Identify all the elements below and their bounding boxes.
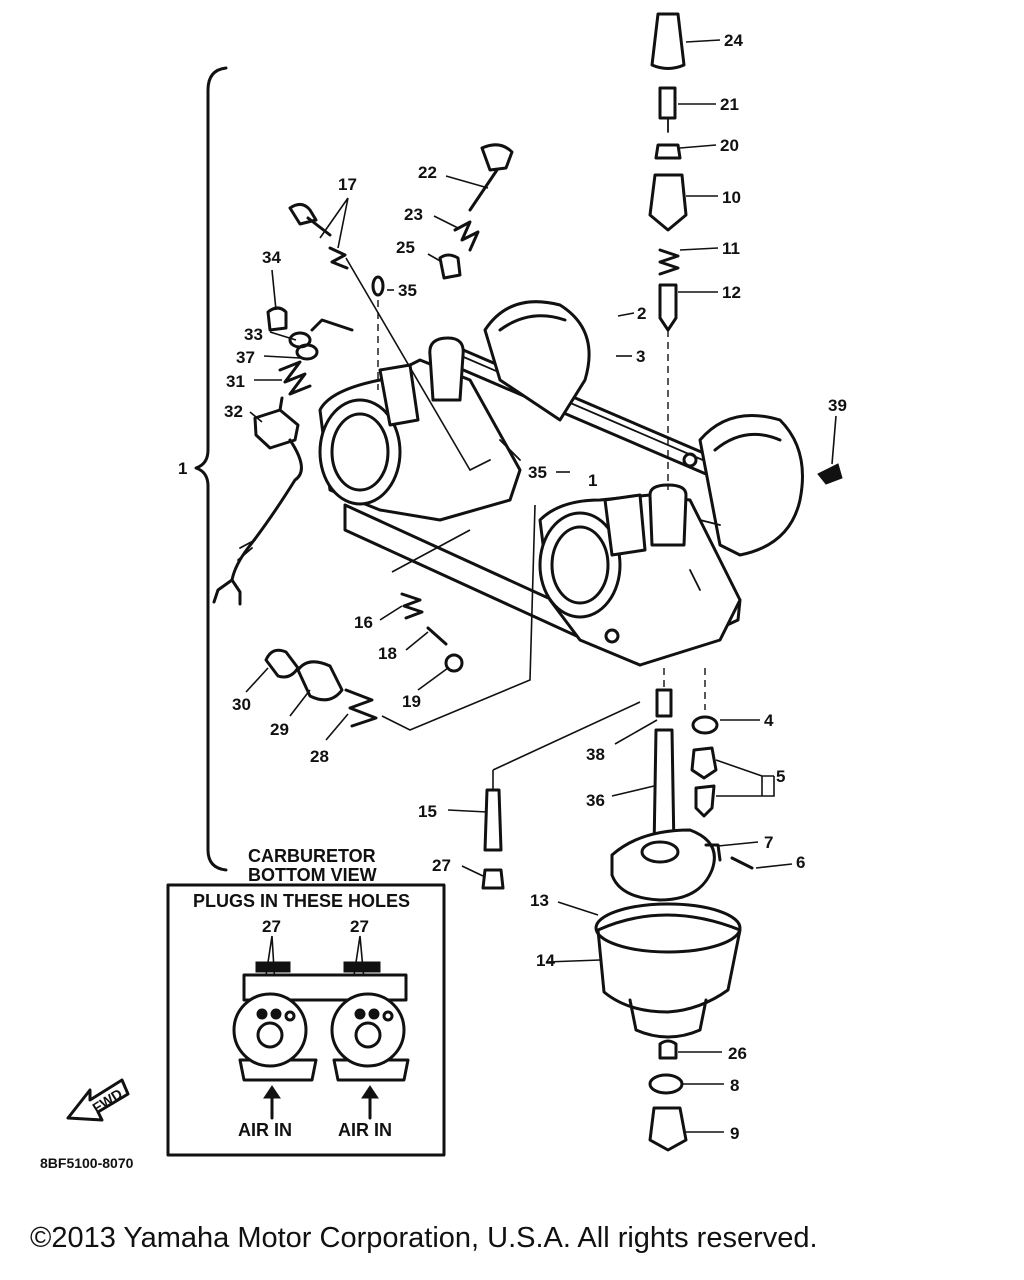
callout-38: 38 [586, 745, 605, 764]
fwd-arrow-icon: FWD [66, 1078, 130, 1122]
callout-12: 12 [722, 283, 741, 302]
inset-air-in-left: AIR IN [238, 1120, 292, 1140]
callout-26: 26 [728, 1044, 747, 1063]
inset-title-line2: BOTTOM VIEW [248, 865, 377, 885]
callout-labels: 24 21 20 10 11 12 2 3 39 35 1 1 22 23 25… [178, 31, 847, 1143]
callout-18: 18 [378, 644, 397, 663]
callout-39: 39 [828, 396, 847, 415]
callout-4: 4 [764, 711, 774, 730]
callout-13: 13 [530, 891, 549, 910]
diagram-code: 8BF5100-8070 [40, 1155, 134, 1171]
callout-21: 21 [720, 95, 739, 114]
inset-plugs-label: PLUGS IN THESE HOLES [193, 891, 410, 911]
callout-35-left: 35 [398, 281, 417, 300]
callout-10: 10 [722, 188, 741, 207]
inset-plug-ref-right: 27 [350, 917, 369, 936]
callout-14: 14 [536, 951, 555, 970]
callout-30: 30 [232, 695, 251, 714]
callout-5: 5 [776, 767, 785, 786]
callout-17: 17 [338, 175, 357, 194]
lower-right-parts [481, 463, 843, 1152]
callout-36: 36 [586, 791, 605, 810]
callout-leaders [245, 39, 837, 1133]
callout-16: 16 [354, 613, 373, 632]
inset-air-in-right: AIR IN [338, 1120, 392, 1140]
carburetor-body [318, 300, 804, 667]
callout-28: 28 [310, 747, 329, 766]
callout-15: 15 [418, 802, 437, 821]
callout-3: 3 [636, 347, 645, 366]
callout-1-detail: 1 [588, 471, 597, 490]
inset-plug-ref-left: 27 [262, 917, 281, 936]
needle-jet-stack [648, 12, 688, 490]
callout-19: 19 [402, 692, 421, 711]
callout-6: 6 [796, 853, 805, 872]
callout-34: 34 [262, 248, 281, 267]
lower-left-parts [264, 504, 536, 731]
assembly-bracket [194, 66, 228, 872]
callout-32: 32 [224, 402, 243, 421]
callout-33: 33 [244, 325, 263, 344]
callout-20: 20 [720, 136, 739, 155]
callout-7: 7 [764, 833, 773, 852]
bottom-view-inset: CARBURETOR BOTTOM VIEW PLUGS IN THESE HO… [166, 846, 446, 1157]
callout-25: 25 [396, 238, 415, 257]
callout-35-right: 35 [528, 463, 547, 482]
callout-31: 31 [226, 372, 245, 391]
callout-37: 37 [236, 348, 255, 367]
callout-1: 1 [178, 459, 187, 478]
callout-9: 9 [730, 1124, 739, 1143]
callout-24: 24 [724, 31, 743, 50]
upper-left-parts [212, 143, 514, 606]
copyright-notice: ©2013 Yamaha Motor Corporation, U.S.A. A… [30, 1222, 818, 1254]
callout-29: 29 [270, 720, 289, 739]
callout-23: 23 [404, 205, 423, 224]
callout-22: 22 [418, 163, 437, 182]
callout-8: 8 [730, 1076, 739, 1095]
callout-11: 11 [722, 239, 740, 258]
inset-title-line1: CARBURETOR [248, 846, 376, 866]
callout-27: 27 [432, 856, 451, 875]
callout-2: 2 [637, 304, 646, 323]
